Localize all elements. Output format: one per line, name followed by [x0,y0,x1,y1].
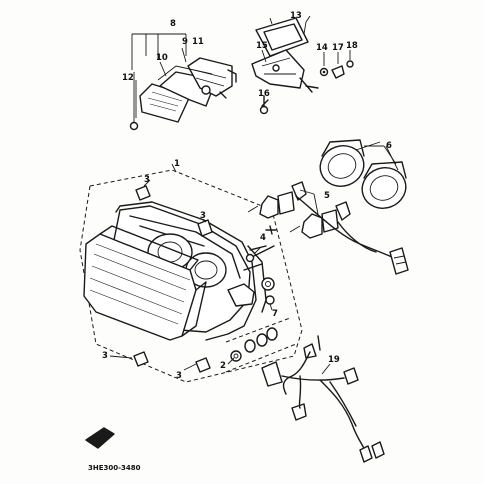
callout-6: 6 [386,141,392,151]
headlight-assembly-outline [79,169,303,383]
bulbs [245,181,351,263]
headlight-unit [83,201,275,341]
callout-5: 5 [324,191,330,201]
leader-lines [109,17,397,375]
callout-10: 10 [156,53,168,63]
callout-12: 12 [122,73,134,83]
position-lamp-assembly [129,33,237,131]
callout-7: 7 [272,309,278,319]
clips [133,185,213,373]
callout-labels: 1 2 3 3 3 3 4 5 6 7 8 9 10 11 12 13 14 1… [102,11,392,381]
bulb-covers [319,139,407,209]
callout-16: 16 [258,89,270,99]
callout-19: 19 [328,355,340,365]
catalog-code: 3HE300-3480 [88,464,141,472]
bulb-harness [295,195,409,275]
callout-1: 1 [174,159,180,169]
callout-3d: 3 [176,371,182,381]
callout-3b: 3 [200,211,206,221]
callout-15: 15 [256,41,268,51]
callout-9: 9 [182,37,188,47]
callout-4: 4 [260,233,266,243]
washers-grommets [225,295,297,373]
sub-harness [261,335,385,463]
callout-3a: 3 [144,175,150,185]
catalog-symbol [85,427,115,449]
callout-3c: 3 [102,351,108,361]
callout-13: 13 [290,11,302,21]
callout-14: 14 [316,43,328,53]
callout-2: 2 [220,361,226,371]
callout-8: 8 [170,19,176,29]
callout-18: 18 [346,41,358,51]
callout-17: 17 [332,43,344,53]
callout-11: 11 [192,37,204,47]
